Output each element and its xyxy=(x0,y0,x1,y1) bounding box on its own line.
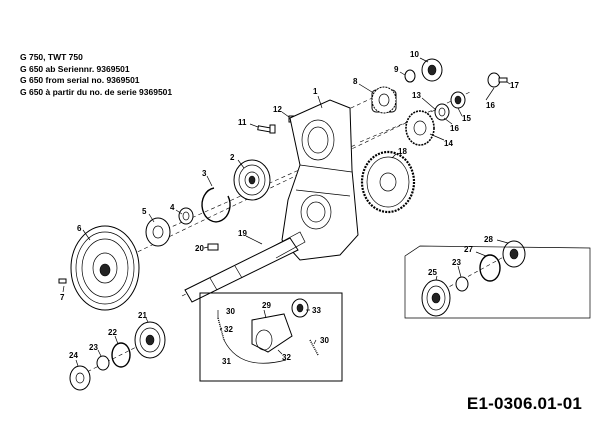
label-part-24: 24 xyxy=(69,351,78,360)
part-16-washer-a xyxy=(434,103,450,121)
label-part-23-a: 23 xyxy=(89,343,98,352)
part-14-gear xyxy=(405,110,435,146)
label-part-1: 1 xyxy=(313,87,318,96)
part-21-bearing xyxy=(134,321,166,359)
label-part-12: 12 xyxy=(273,105,282,114)
part-30-spring-b xyxy=(309,339,319,356)
header-line-1: G 750, TWT 750 xyxy=(20,52,83,62)
header-line-3: G 650 from serial no. 9369501 xyxy=(20,75,140,85)
label-part-20: 20 xyxy=(195,244,204,253)
part-20-key xyxy=(207,243,219,251)
label-part-31: 31 xyxy=(222,357,231,366)
part-17-pin xyxy=(498,77,508,83)
label-part-9: 9 xyxy=(394,65,399,74)
part-5-ring xyxy=(145,217,171,247)
part-9-washer xyxy=(404,69,416,83)
label-part-14: 14 xyxy=(444,139,453,148)
part-23-washer-a xyxy=(96,355,110,371)
label-part-2: 2 xyxy=(230,153,235,162)
label-part-22: 22 xyxy=(108,328,117,337)
part-33-bushing xyxy=(291,298,309,318)
right-group-outline xyxy=(404,245,591,319)
model-applicability-header: G 750, TWT 750 G 650 ab Seriennr. 936950… xyxy=(20,52,270,98)
part-4-bushing xyxy=(178,207,194,225)
part-6-pulley xyxy=(70,225,140,311)
label-part-27: 27 xyxy=(464,245,473,254)
label-part-33: 33 xyxy=(312,306,321,315)
part-24-ring xyxy=(69,365,91,391)
part-23-washer-b xyxy=(455,276,469,292)
part-7-key xyxy=(58,278,67,284)
part-8-gear-hub xyxy=(371,86,397,114)
part-18-gear xyxy=(360,150,416,214)
leader-lines xyxy=(62,57,511,367)
label-part-6: 6 xyxy=(77,224,82,233)
part-29-shift-fork xyxy=(251,313,293,353)
part-1-gearbox-housing xyxy=(281,99,359,261)
part-3-circlip xyxy=(201,187,231,223)
label-part-5: 5 xyxy=(142,207,147,216)
label-part-16-a: 16 xyxy=(450,124,459,133)
part-31-rod xyxy=(223,339,287,364)
label-part-29: 29 xyxy=(262,301,271,310)
part-16-washer-b xyxy=(487,72,501,88)
label-part-21: 21 xyxy=(138,311,147,320)
part-number-labels: 1 2 3 4 5 6 7 8 9 10 11 12 13 14 15 16 1… xyxy=(60,50,519,366)
label-part-28: 28 xyxy=(484,235,493,244)
label-part-32-b: 32 xyxy=(282,353,291,362)
label-part-8: 8 xyxy=(353,77,358,86)
label-part-23-b: 23 xyxy=(452,258,461,267)
label-part-7: 7 xyxy=(60,293,65,302)
part-10-bearing xyxy=(421,58,443,82)
part-22-circlip xyxy=(111,342,131,368)
part-28-bearing xyxy=(502,240,526,268)
label-part-10: 10 xyxy=(410,50,419,59)
part-11-screw xyxy=(257,124,276,134)
label-part-17: 17 xyxy=(510,81,519,90)
label-part-32-a: 32 xyxy=(224,325,233,334)
label-part-15: 15 xyxy=(462,114,471,123)
header-line-2: G 650 ab Seriennr. 9369501 xyxy=(20,63,130,74)
inset-detail-box xyxy=(199,292,343,382)
label-part-30-b: 30 xyxy=(320,336,329,345)
document-code: E1-0306.01-01 xyxy=(466,394,582,413)
part-2-bearing xyxy=(233,159,271,201)
label-part-11: 11 xyxy=(238,118,247,127)
label-part-18: 18 xyxy=(398,147,407,156)
part-19-shaft xyxy=(184,231,306,303)
label-part-3: 3 xyxy=(202,169,207,178)
part-15-bearing xyxy=(450,91,466,109)
label-part-25: 25 xyxy=(428,268,437,277)
label-part-13: 13 xyxy=(412,91,421,100)
label-part-19: 19 xyxy=(238,229,247,238)
part-27-circlip xyxy=(479,254,501,282)
header-line-4: G 650 à partir du no. de serie 9369501 xyxy=(20,86,173,97)
part-25-bearing xyxy=(421,279,451,317)
label-part-4: 4 xyxy=(170,203,175,212)
label-part-16-b: 16 xyxy=(486,101,495,110)
label-part-30-a: 30 xyxy=(226,307,235,316)
